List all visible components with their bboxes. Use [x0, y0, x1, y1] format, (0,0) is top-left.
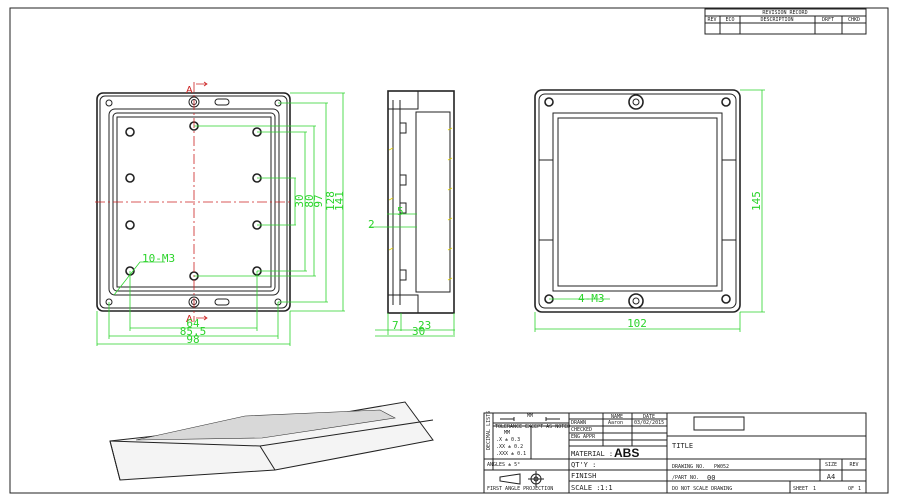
front-view: A A 10-M3 64 85.5 98 30 80 97 128 141 [95, 81, 346, 346]
tol-unit: MM [504, 430, 510, 436]
col-eco: ECO [725, 17, 734, 23]
title-block: MM TOLERANCE EXCEPT AS NOTED DECIMAL LIS… [483, 411, 867, 494]
first-angle-projection-symbol [499, 471, 544, 487]
checked-label: CHECKED [571, 427, 592, 433]
dim-97: 97 [312, 194, 325, 207]
scale-value: 1:1 [600, 484, 613, 492]
dim-7: 7 [392, 319, 399, 332]
of-label: OF [848, 486, 854, 492]
col-chkd: CHKD [848, 17, 860, 23]
dim-64: 64 [186, 317, 200, 330]
side-label: DECIMAL LISTS [486, 411, 492, 450]
col-drft: DRFT [822, 17, 834, 23]
material-label: MATERIAL : [571, 450, 613, 458]
part-no-value: 00 [707, 474, 715, 482]
date-header: DATE [643, 414, 655, 420]
dim-128: 128 [324, 191, 337, 211]
back-view: 4-M3 102 145 [534, 89, 765, 332]
sheet-total: 1 [858, 486, 861, 492]
name-header: NAME [611, 414, 623, 420]
rev-label: REV [849, 462, 858, 468]
finish-label: FINISH [571, 472, 596, 480]
part-no-label: /PART NO. [672, 475, 699, 481]
size-label: SIZE [825, 462, 837, 468]
dim-141: 141 [333, 191, 346, 211]
sheet-label: SHEET [793, 486, 808, 492]
dim-5: 5 [397, 205, 404, 218]
hole-callout-4-m3: 4-M3 [578, 292, 605, 305]
section-hatching [388, 127, 453, 281]
angles-tolerance: ANGLES ± 5° [487, 462, 520, 468]
do-not-scale-note: DO NOT SCALE DRAWING [672, 486, 732, 492]
dim-85-5: 85.5 [180, 325, 207, 338]
logo-placeholder-box [693, 416, 745, 431]
tol-3: .XXX ± 0.1 [496, 451, 526, 457]
side-section-view: 5 2 7 23 30 [368, 90, 455, 338]
isometric-view [109, 401, 434, 481]
dim-102: 102 [627, 317, 647, 330]
section-mark-bottom: A [186, 314, 193, 325]
eng-appr-label: ENG APPR [571, 434, 596, 440]
dim-80: 80 [303, 194, 316, 207]
material-value: ABS [614, 446, 639, 460]
unit-label: MM [527, 413, 533, 419]
col-description: DESCRIPTION [760, 17, 793, 23]
qty-label: QT'Y : [571, 461, 596, 469]
dim-2: 2 [368, 218, 375, 231]
drawn-name: Aaron [608, 420, 623, 426]
scale-label: SCALE : [571, 484, 601, 492]
drawn-date: 03/02/2015 [634, 420, 664, 426]
side-dimension-lines [370, 213, 455, 337]
dimension-lines [96, 92, 345, 346]
drawing-no-label: DRAWING NO. [672, 464, 705, 470]
tol-1: .X ± 0.3 [496, 437, 520, 443]
col-rev: REV [707, 17, 716, 23]
dim-23: 23 [418, 319, 431, 332]
section-mark-top: A [186, 85, 193, 96]
dim-145: 145 [750, 191, 763, 211]
projection-label: FIRST ANGLE PROJECTION [487, 486, 553, 492]
back-dimension-lines [534, 89, 765, 332]
hole-callout-10-m3: 10-M3 [142, 252, 175, 265]
drawing-no-value: PW052 [714, 464, 729, 470]
dim-30: 30 [293, 194, 306, 207]
revision-record-table: REVISION RECORD REV ECO DESCRIPTION DRFT… [704, 8, 867, 35]
size-value: A4 [827, 473, 835, 481]
tolerance-header: TOLERANCE EXCEPT AS NOTED [495, 424, 570, 430]
drawing-border [9, 7, 889, 494]
sheet-no: 1 [813, 486, 816, 492]
revision-record-title: REVISION RECORD [762, 10, 807, 16]
title-label: TITLE [672, 442, 693, 450]
dim-30-depth: 30 [412, 325, 425, 338]
dim-98: 98 [186, 333, 199, 346]
drawn-label: DRAWN [571, 420, 586, 426]
tol-2: .XX ± 0.2 [496, 444, 523, 450]
